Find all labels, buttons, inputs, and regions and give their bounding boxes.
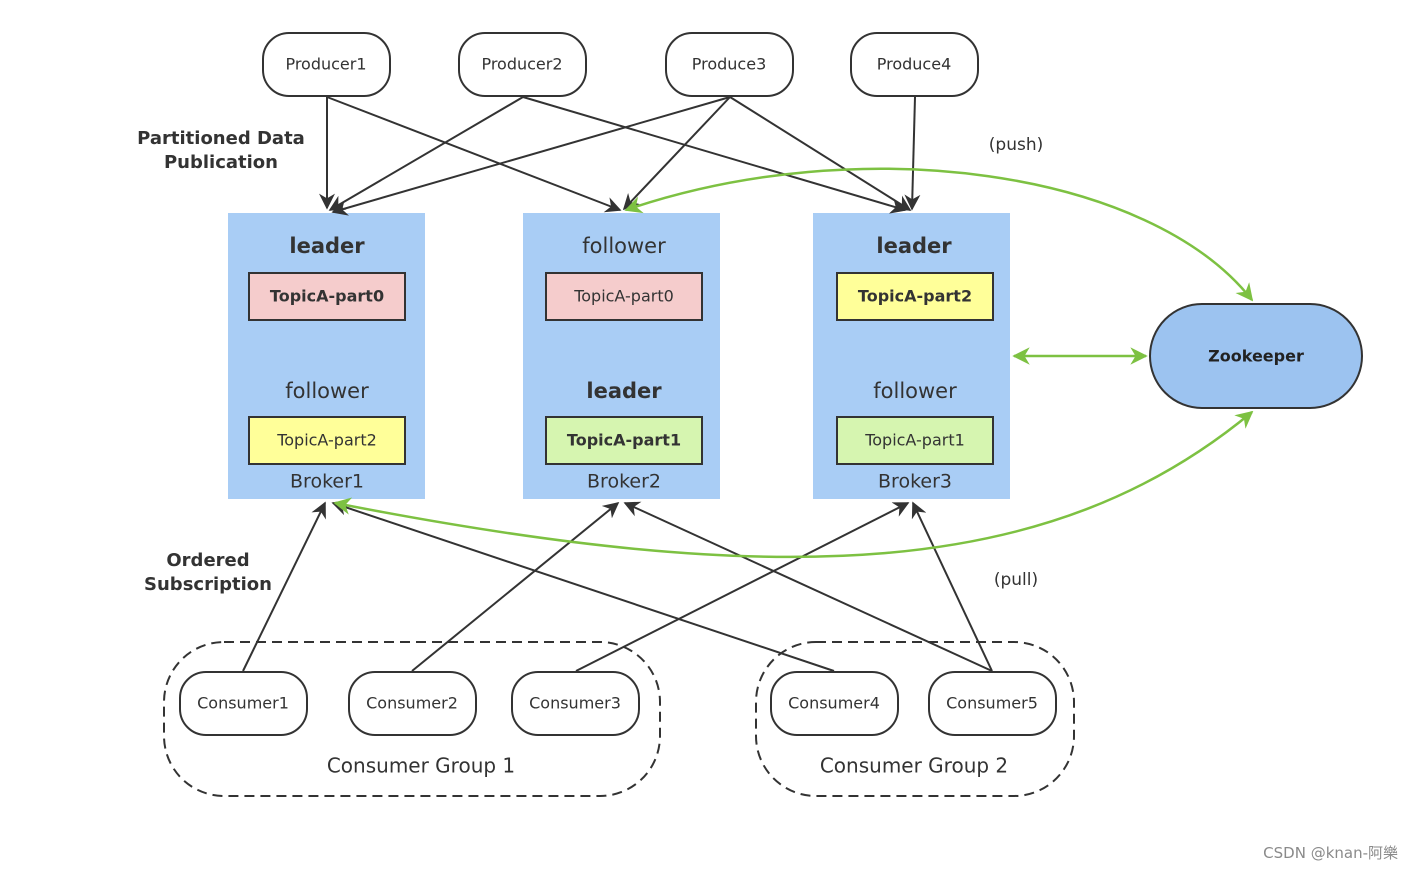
broker-2-bottom-partition: TopicA-part1 (567, 431, 681, 450)
producers: Producer1 Producer2 Produce3 Produce4 (262, 32, 979, 97)
broker-3-bottom-partition: TopicA-part1 (864, 431, 965, 450)
zookeeper-label: Zookeeper (1208, 347, 1304, 366)
consumer-4-label: Consumer4 (788, 694, 880, 713)
broker-3-bottom-role: follower (873, 379, 957, 403)
producer-1-label: Producer1 (285, 55, 366, 74)
push-label: (push) (989, 135, 1043, 155)
consumer-group-2-label: Consumer Group 2 (820, 754, 1008, 778)
broker-1-top-partition-box (248, 272, 406, 321)
edge-consumer2-broker2 (411, 501, 620, 672)
consumers: Consumer1 Consumer2 Consumer3 Consumer4 … (179, 671, 1057, 736)
consumer-3-node (511, 671, 640, 736)
broker-2-top-partition: TopicA-part0 (573, 287, 674, 306)
broker-2: follower TopicA-part0 leader TopicA-part… (523, 213, 720, 499)
edge-producer2-broker3 (522, 96, 907, 214)
producer-edges (319, 96, 921, 216)
edge-producer1-broker2 (326, 96, 622, 213)
consumer-2-node (348, 671, 477, 736)
broker-1: leader TopicA-part0 follower TopicA-part… (228, 213, 425, 499)
consumer-4-node (770, 671, 899, 736)
consumer-2-label: Consumer2 (366, 694, 458, 713)
consumer-group-1-border (163, 641, 661, 797)
broker-3: leader TopicA-part2 follower TopicA-part… (813, 213, 1010, 499)
consumer-group-2-border (755, 641, 1075, 797)
broker-3-top-partition: TopicA-part2 (858, 287, 972, 306)
consumer-edges (242, 499, 993, 672)
consumer-group-1: Consumer Group 1 (163, 641, 661, 797)
broker-3-name: Broker3 (878, 471, 952, 493)
broker-2-top-role: follower (582, 234, 666, 258)
producer-1-node (262, 32, 391, 97)
edge-produce3-broker2 (622, 96, 731, 211)
section-subscription-line1: Ordered (166, 550, 249, 571)
zookeeper-node (1149, 303, 1363, 409)
edge-produce3-broker1 (331, 96, 731, 216)
edge-produce3-broker3 (729, 96, 912, 211)
edge-producer2-broker1 (328, 96, 524, 211)
producer-4-node (850, 32, 979, 97)
producer-2-label: Producer2 (481, 55, 562, 74)
edge-consumer4-broker1 (331, 499, 835, 672)
edge-consumer3-broker3 (575, 502, 910, 672)
producer-3-label: Produce3 (692, 55, 767, 74)
section-publication-line2: Publication (164, 152, 278, 173)
producer-3-node (665, 32, 794, 97)
edge-consumer5-broker2 (623, 501, 993, 672)
watermark: CSDN @knan-阿樂 (1263, 844, 1398, 862)
section-subscription-line2: Subscription (144, 574, 272, 595)
consumer-1-label: Consumer1 (197, 694, 289, 713)
consumer-3-label: Consumer3 (529, 694, 621, 713)
edge-pull-zookeeper-broker1 (333, 410, 1254, 559)
broker-2-name: Broker2 (587, 471, 661, 493)
broker-1-bottom-partition: TopicA-part2 (276, 431, 377, 450)
section-publication-line1: Partitioned Data (137, 128, 305, 149)
broker-3-top-role: leader (876, 234, 952, 258)
broker-1-top-role: leader (289, 234, 365, 258)
zookeeper: Zookeeper (1149, 303, 1363, 409)
consumer-group-2: Consumer Group 2 (755, 641, 1075, 797)
zookeeper-edges (333, 167, 1254, 559)
consumer-group-1-label: Consumer Group 1 (327, 754, 515, 778)
consumer-5-label: Consumer5 (946, 694, 1038, 713)
broker-2-bottom-role: leader (586, 379, 662, 403)
broker-1-top-partition: TopicA-part0 (270, 287, 384, 306)
broker-1-name: Broker1 (290, 471, 364, 493)
producer-4-label: Produce4 (877, 55, 952, 74)
edge-produce4-broker3 (904, 96, 921, 211)
consumer-5-node (928, 671, 1057, 736)
edge-push-zookeeper-broker2 (624, 167, 1254, 302)
edge-consumer5-broker3 (911, 501, 993, 672)
consumer-1-node (179, 671, 308, 736)
producer-2-node (458, 32, 587, 97)
pull-label: (pull) (994, 570, 1038, 590)
broker-1-bottom-role: follower (285, 379, 369, 403)
